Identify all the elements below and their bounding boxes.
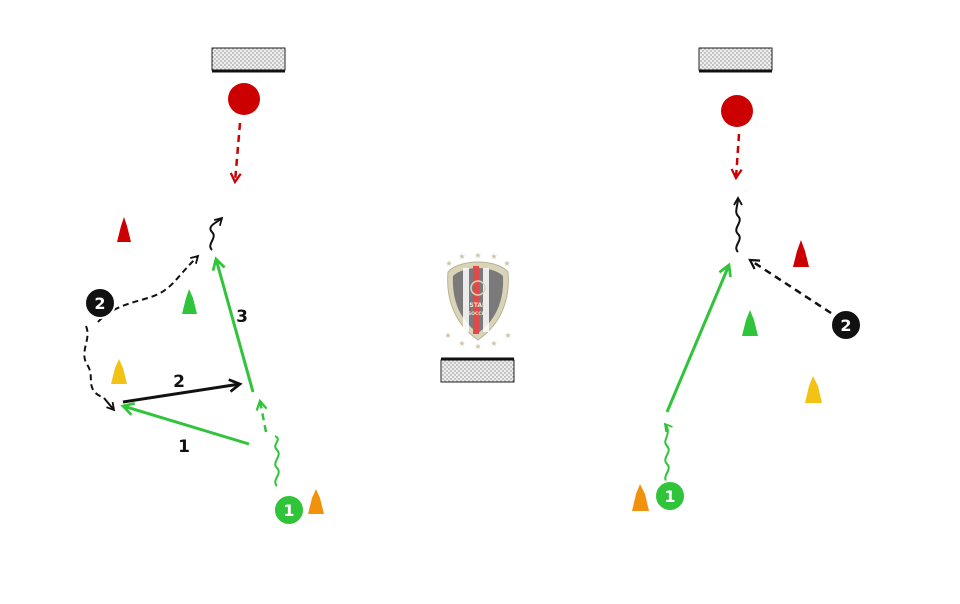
player-1-dribble (274, 435, 280, 487)
cone-orange (632, 484, 649, 511)
player-2-return-arrow (103, 397, 116, 412)
logo-line2: SOCCER (468, 311, 489, 317)
defender-red[interactable] (721, 95, 753, 127)
pass-3-arrow (211, 256, 255, 393)
defender-run-arrow (229, 122, 242, 185)
svg-text:★: ★ (458, 339, 465, 348)
cone-green (742, 310, 758, 336)
cone-yellow (111, 359, 127, 384)
svg-text:★: ★ (504, 331, 511, 340)
player-1-run-arrow (255, 398, 268, 433)
svg-text:2: 2 (840, 316, 851, 335)
pass-label-3: 3 (236, 307, 248, 327)
player-2-dribble (733, 196, 743, 253)
cone-yellow (805, 376, 822, 403)
svg-text:★: ★ (490, 339, 497, 348)
pass-arrow (665, 262, 732, 413)
svg-text:★: ★ (444, 331, 451, 340)
cone-red (793, 240, 809, 267)
player-2-run-up (97, 254, 200, 323)
pass-2-arrow (122, 378, 243, 404)
defender-run-arrow (730, 133, 743, 181)
svg-text:1: 1 (283, 501, 294, 520)
svg-text:★: ★ (490, 252, 497, 261)
svg-text:1: 1 (664, 487, 675, 506)
svg-text:2: 2 (94, 294, 105, 313)
goal-center (440, 357, 515, 383)
defender-red[interactable] (228, 83, 260, 115)
player-2-run-down (83, 325, 105, 399)
club-crest-logo: ★ ★ ★ ★ ★ ★ ★ ★ ★ ★ STAR SOCCER (444, 251, 511, 351)
cone-red (117, 217, 131, 242)
logo-line1: STAR (469, 302, 487, 309)
player-2-run-arrow (748, 258, 832, 315)
pass-label-2: 2 (173, 372, 185, 392)
player-green-1-right[interactable]: 1 (654, 480, 686, 512)
svg-text:★: ★ (474, 251, 481, 260)
svg-text:★: ★ (445, 259, 452, 268)
player-black-2-left[interactable]: 2 (84, 287, 116, 319)
pass-label-1: 1 (178, 437, 190, 457)
pass-1-arrow (120, 401, 250, 446)
player-black-2-right[interactable]: 2 (830, 309, 862, 341)
svg-text:★: ★ (503, 259, 510, 268)
svg-text:★: ★ (474, 342, 481, 351)
cone-green (182, 289, 197, 314)
player-green-1-left[interactable]: 1 (273, 494, 305, 526)
player-2-dribble (209, 216, 224, 251)
goal-right (698, 47, 773, 73)
goal-left (211, 47, 286, 73)
player-1-dribble (663, 422, 673, 483)
cone-orange (308, 489, 324, 514)
svg-text:★: ★ (458, 252, 465, 261)
